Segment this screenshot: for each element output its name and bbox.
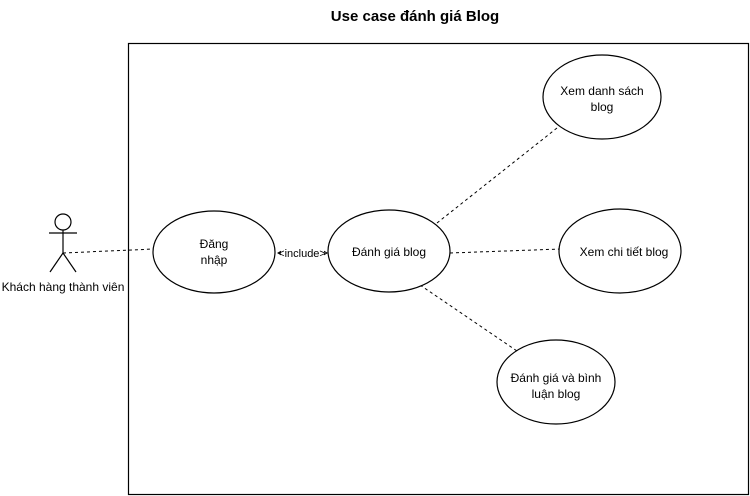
use-case-login [152,210,276,294]
association-actor-login [62,248,155,254]
use-case-login-line1: Đăng [200,237,229,251]
actor-label: Khách hàng thành viên [2,280,125,294]
use-case-view-detail [558,208,682,294]
use-case-view-list-line1: Xem danh sách [560,84,643,98]
use-case-login-line2: nhập [201,253,228,267]
use-case-view-list-line2: blog [591,100,614,114]
use-case-rate-blog-label: Đánh giá blog [352,245,426,259]
use-case-view-list [542,54,662,140]
use-case-rate-blog [327,209,451,293]
include-label: <include> [278,248,326,260]
use-case-rate-comment-line2: luận blog [532,387,581,401]
use-case-view-detail-label: Xem chi tiết blog [580,245,669,259]
include-label-bg [281,246,324,259]
association-rate-ratecomment [419,284,518,352]
use-case-rate-comment-line1: Đánh giá và bình [511,371,602,385]
association-rate-viewdetail [449,248,562,254]
association-rate-viewlist [436,127,558,224]
use-case-rate-comment [496,339,616,425]
diagram-title: Use case đánh giá Blog [331,8,499,25]
system-boundary [127,42,750,496]
actor-icon [49,213,77,273]
